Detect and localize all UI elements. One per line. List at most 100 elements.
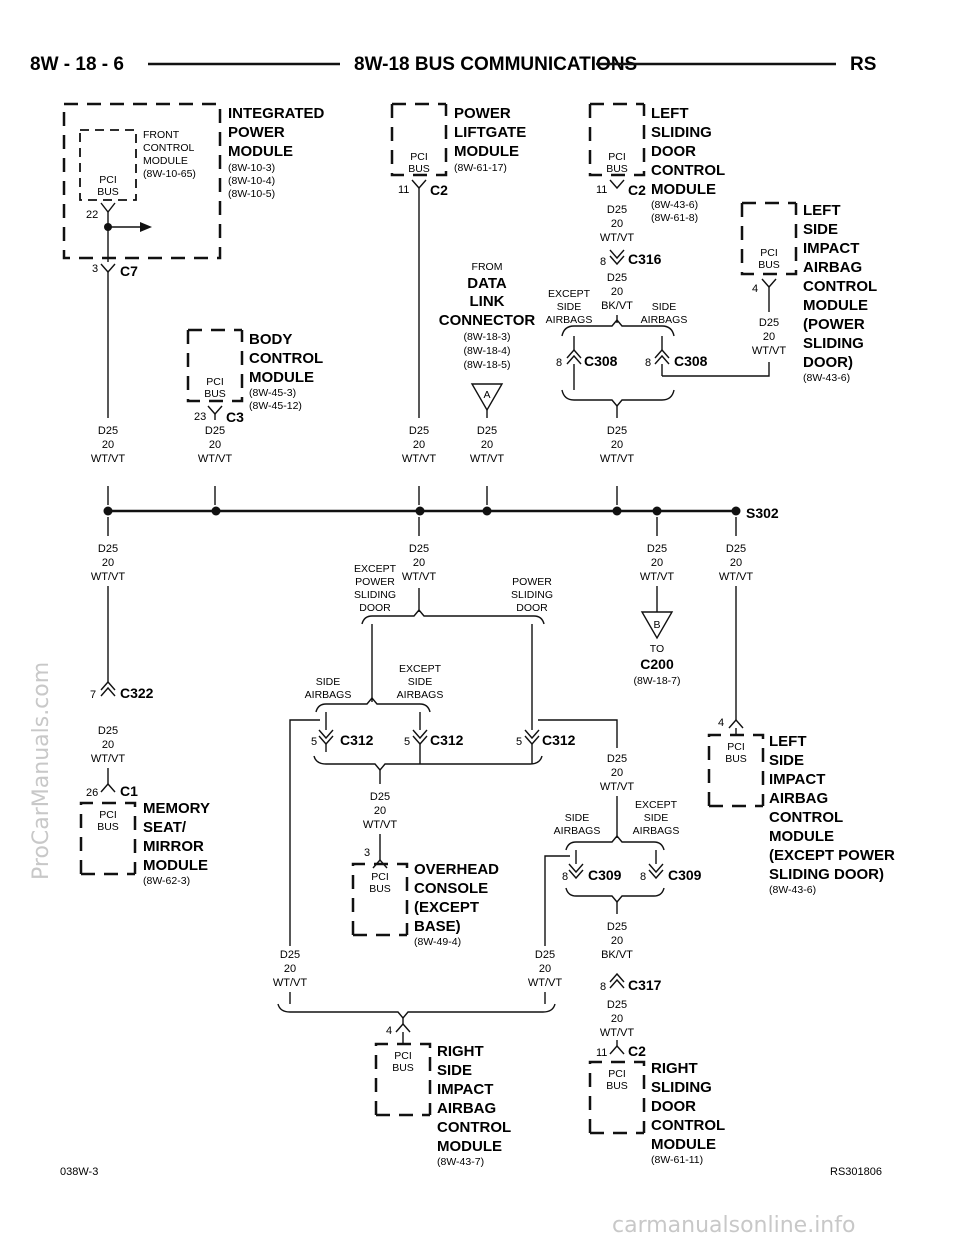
- svg-text:C2: C2: [430, 182, 448, 198]
- svg-text:C3: C3: [226, 409, 244, 425]
- bus-splice-dots: [103, 506, 741, 516]
- svg-text:(8W-18-7): (8W-18-7): [633, 675, 680, 687]
- svg-text:5: 5: [516, 736, 522, 748]
- svg-text:FROM: FROM: [472, 261, 503, 273]
- connector-c309-a: 8 C309: [562, 863, 622, 883]
- svg-text:B: B: [653, 619, 660, 631]
- footer-figure-code: 038W-3: [60, 1166, 98, 1178]
- svg-text:(8W-10-3)(8W-10-4)(8W-10-5): (8W-10-3)(8W-10-4)(8W-10-5): [228, 162, 275, 200]
- c200-reference: B TO C200 (8W-18-7): [633, 611, 681, 687]
- svg-text:C1: C1: [120, 783, 138, 799]
- svg-text:(8W-43-7): (8W-43-7): [437, 1156, 484, 1168]
- svg-text:11: 11: [398, 184, 409, 196]
- svg-text:23: 23: [194, 411, 206, 423]
- svg-text:8: 8: [640, 871, 646, 883]
- svg-text:(8W-62-3): (8W-62-3): [143, 875, 190, 887]
- svg-text:3: 3: [364, 847, 370, 859]
- svg-text:C308: C308: [584, 353, 618, 369]
- connector-c316: 8 C316: [600, 249, 662, 268]
- svg-text:11: 11: [596, 1047, 607, 1059]
- svg-text:A: A: [483, 389, 490, 401]
- svg-text:11: 11: [596, 184, 607, 196]
- page-title: 8W-18 BUS COMMUNICATIONS: [354, 54, 637, 75]
- svg-text:C317: C317: [628, 977, 662, 993]
- svg-text:(8W-43-6): (8W-43-6): [769, 884, 816, 896]
- svg-text:(8W-61-17): (8W-61-17): [454, 162, 507, 174]
- svg-text:26: 26: [86, 787, 98, 799]
- svg-text:5: 5: [311, 736, 317, 748]
- connector-c312-b: 5 C312: [404, 729, 464, 748]
- svg-text:3: 3: [92, 263, 98, 275]
- svg-text:C7: C7: [120, 263, 138, 279]
- svg-text:C312: C312: [542, 732, 576, 748]
- svg-text:C316: C316: [628, 251, 662, 267]
- svg-text:22: 22: [86, 209, 98, 221]
- svg-text:7: 7: [90, 689, 96, 701]
- page-number: 8W - 18 - 6: [30, 54, 124, 75]
- svg-text:8: 8: [645, 357, 651, 369]
- svg-text:C2: C2: [628, 1043, 646, 1059]
- svg-text:8: 8: [562, 871, 568, 883]
- footer-figure-id: RS301806: [830, 1166, 882, 1178]
- section-code: RS: [850, 54, 876, 75]
- svg-text:4: 4: [752, 283, 758, 295]
- svg-text:C2: C2: [628, 182, 646, 198]
- svg-text:C312: C312: [340, 732, 374, 748]
- connector-c308-b: 8 C308: [645, 348, 708, 369]
- svg-text:8: 8: [600, 256, 606, 268]
- connector-c312-a: 5 C312: [311, 729, 374, 748]
- svg-text:C322: C322: [120, 685, 154, 701]
- svg-text:TO: TO: [650, 643, 664, 655]
- svg-text:C308: C308: [674, 353, 708, 369]
- connector-c312-c: 5 C312: [516, 729, 576, 748]
- svg-text:8: 8: [600, 981, 606, 993]
- svg-text:C309: C309: [588, 867, 622, 883]
- svg-text:5: 5: [404, 736, 410, 748]
- connector-c322: 7 C322: [90, 680, 154, 701]
- connector-c308-a: 8 C308: [556, 348, 618, 369]
- svg-text:4: 4: [718, 717, 724, 729]
